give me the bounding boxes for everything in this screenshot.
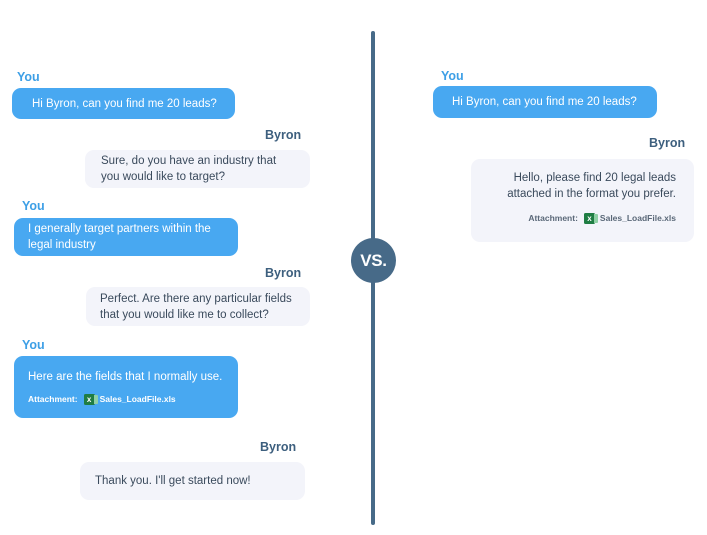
attachment-label: Attachment:	[28, 394, 78, 404]
attachment-filename[interactable]: Sales_LoadFile.xls	[599, 213, 676, 223]
message-bubble-user: Hi Byron, can you find me 20 leads?	[12, 88, 235, 119]
message-text: Thank you. I'll get started now!	[95, 475, 251, 487]
attachment-filename[interactable]: Sales_LoadFile.xls	[99, 394, 176, 404]
excel-file-icon: x	[83, 393, 98, 405]
vs-badge: VS.	[351, 238, 396, 283]
speaker-label-you: You	[22, 199, 45, 213]
message-bubble-byron: Hello, please find 20 legal leads attach…	[471, 159, 694, 242]
message-text: Perfect. Are there any particular fields…	[100, 293, 292, 321]
message-text: Here are the fields that I normally use.	[28, 371, 223, 383]
message-bubble-byron: Thank you. I'll get started now!	[80, 462, 305, 500]
message-bubble-byron: Perfect. Are there any particular fields…	[86, 287, 310, 326]
message-text: Hi Byron, can you find me 20 leads?	[32, 97, 217, 110]
attachment: Attachment: x Sales_LoadFile.xls	[28, 393, 224, 405]
speaker-label-byron: Byron	[260, 440, 297, 454]
excel-file-icon: x	[583, 212, 598, 224]
speaker-label-byron: Byron	[265, 128, 302, 142]
speaker-label-you: You	[22, 338, 45, 352]
message-text: Hi Byron, can you find me 20 leads?	[452, 96, 637, 108]
message-bubble-user: I generally target partners within the l…	[14, 218, 238, 256]
speaker-label-you: You	[441, 69, 464, 83]
message-bubble-user: Hi Byron, can you find me 20 leads?	[433, 86, 657, 118]
message-text: Sure, do you have an industry that you w…	[101, 155, 277, 183]
message-text: Hello, please find 20 legal leads attach…	[507, 172, 676, 200]
speaker-label-you: You	[17, 70, 40, 84]
message-bubble-user: Here are the fields that I normally use.…	[14, 356, 238, 418]
attachment-label: Attachment:	[528, 213, 578, 223]
message-text: I generally target partners within the l…	[28, 223, 211, 251]
attachment: Attachment: x Sales_LoadFile.xls	[489, 212, 676, 224]
speaker-label-byron: Byron	[265, 266, 302, 280]
speaker-label-byron: Byron	[649, 136, 686, 150]
message-bubble-byron: Sure, do you have an industry that you w…	[85, 150, 310, 188]
